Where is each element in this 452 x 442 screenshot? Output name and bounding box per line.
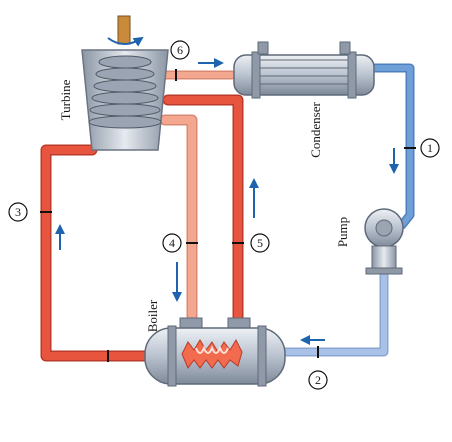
state-point-4: 4	[162, 233, 182, 253]
state-point-5: 5	[250, 233, 270, 253]
turbine-shaft	[117, 15, 131, 45]
svg-text:6: 6	[177, 43, 183, 57]
pipes	[40, 63, 415, 362]
condenser	[233, 41, 375, 99]
svg-text:4: 4	[169, 236, 175, 250]
turbine	[81, 15, 169, 151]
boiler-label: Boiler	[145, 299, 160, 332]
turbine-blades	[88, 55, 162, 129]
state-point-3: 3	[8, 202, 28, 222]
rotation-arrow-icon	[107, 36, 144, 47]
pump-label: Pump	[335, 217, 350, 247]
state-point-6: 6	[170, 40, 190, 60]
svg-text:1: 1	[427, 141, 433, 155]
pipe-4	[159, 114, 198, 326]
pipe-5	[162, 94, 244, 326]
heater-coil-icon	[181, 338, 243, 369]
state-point-2: 2	[308, 370, 328, 390]
pipe-2	[277, 267, 389, 357]
pipe-1	[367, 63, 415, 230]
flow-arrows	[55, 58, 399, 345]
svg-text:5: 5	[257, 236, 263, 250]
boiler	[144, 317, 286, 387]
condenser-label: Condenser	[308, 102, 323, 158]
pipe-3	[40, 144, 158, 362]
pump	[364, 208, 404, 275]
turbine-label: Turbine	[58, 79, 73, 120]
state-point-1: 1	[420, 138, 440, 158]
state-ticks	[40, 69, 416, 362]
svg-text:3: 3	[15, 205, 21, 219]
svg-text:2: 2	[315, 373, 321, 387]
